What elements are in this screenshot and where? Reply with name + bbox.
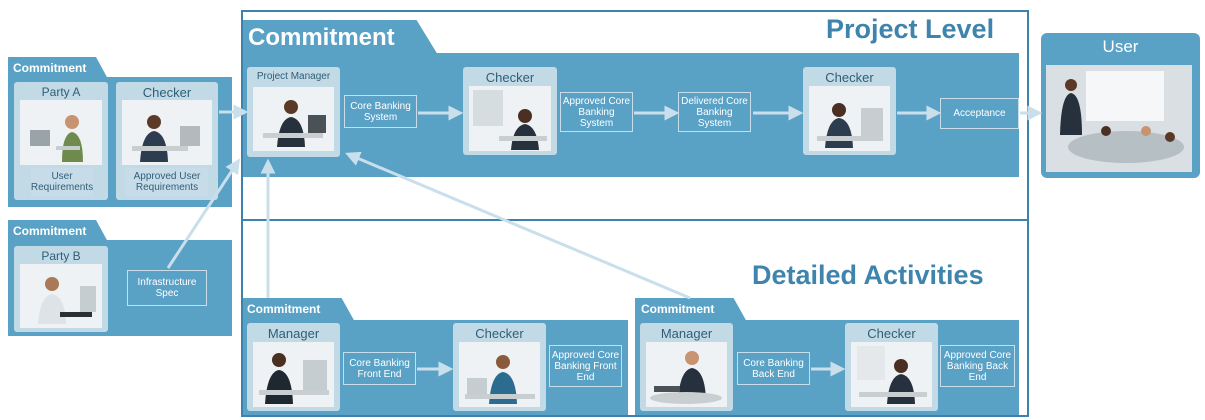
approved-core-banking-front-end-label: Approved Core Banking Front End — [549, 345, 622, 387]
person-figure — [132, 115, 200, 162]
core-banking-back-end-label: Core Banking Back End — [737, 352, 810, 385]
spacer — [112, 320, 215, 335]
office-worker-icon — [253, 87, 334, 151]
back-end-tab-label: Commitment — [641, 302, 715, 316]
person-figure — [465, 355, 535, 404]
project-checker1-title: Checker — [485, 70, 535, 85]
main-commitment-tab — [243, 20, 438, 55]
approved-user-requirements-caption: Approved User Requirements — [126, 168, 208, 196]
arrow-spec-to-pm — [166, 158, 240, 269]
user-requirements-caption: User Requirements — [31, 168, 93, 196]
back-end-tab — [635, 298, 747, 322]
office-worker-icon — [20, 264, 102, 328]
project-manager-title: Project Manager — [256, 71, 331, 82]
core-banking-front-end-label: Core Banking Front End — [343, 352, 416, 385]
back-end-manager-card: Manager — [640, 323, 733, 411]
office-worker-icon — [809, 86, 890, 151]
party-b-tab-label: Commitment — [13, 224, 87, 238]
party-a-title: Party A — [41, 85, 81, 99]
arrow-back-end-to-pm — [345, 151, 691, 300]
meeting-scene — [1060, 71, 1184, 163]
meeting-room-icon — [1046, 65, 1192, 172]
office-worker-icon — [122, 100, 212, 165]
person-figure — [650, 351, 722, 404]
spacer2 — [162, 312, 166, 320]
person-figure — [817, 103, 883, 148]
project-manager-card: Project Manager — [247, 67, 340, 157]
infrastructure-spec-label: Infrastructure Spec — [127, 270, 207, 306]
person-figure — [259, 353, 329, 404]
person-figure — [857, 346, 927, 404]
approved-core-banking-back-end-label: Approved Core Banking Back End — [940, 345, 1015, 387]
party-b-card: Party B — [14, 246, 108, 332]
office-worker-icon — [459, 342, 540, 407]
front-end-checker-card: Checker — [453, 323, 546, 411]
user-title: User — [1102, 37, 1139, 56]
person-figure — [30, 115, 83, 162]
core-banking-system-label: Core Banking System — [344, 95, 417, 128]
party-a-tab-label: Commitment — [13, 61, 87, 75]
office-worker-icon — [646, 342, 727, 407]
project-checker2-title: Checker — [825, 70, 874, 85]
front-end-tab-label: Commitment — [247, 302, 321, 316]
main-commitment-label: Commitment — [248, 24, 395, 51]
person-figure — [473, 90, 547, 150]
person-figure — [263, 100, 326, 147]
front-end-manager-card: Manager — [247, 323, 340, 411]
office-worker-icon — [20, 100, 102, 165]
project-level-title: Project Level — [826, 14, 995, 44]
approved-core-banking-system-label: Approved Core Banking System — [560, 92, 633, 132]
front-end-checker-title: Checker — [475, 326, 524, 341]
office-worker-icon — [851, 342, 932, 407]
office-worker-icon — [253, 342, 334, 407]
person-figure — [38, 277, 96, 324]
party-a-checker-card: Checker Approved User Requirements — [116, 82, 218, 200]
party-a-tab — [8, 57, 108, 79]
party-a-card: Party A User Requirements — [14, 82, 108, 200]
project-checker1-card: Checker — [463, 67, 557, 155]
back-end-checker-title: Checker — [867, 326, 916, 341]
back-end-manager-title: Manager — [660, 326, 713, 341]
office-worker-icon — [469, 86, 551, 151]
project-checker2-card: Checker — [803, 67, 896, 155]
back-end-checker-card: Checker — [845, 323, 938, 411]
detailed-activities-frame — [241, 219, 1029, 417]
detailed-activities-title: Detailed Activities — [752, 260, 984, 290]
front-end-manager-title: Manager — [267, 326, 320, 341]
front-end-tab — [243, 298, 355, 322]
party-a-checker-title: Checker — [142, 85, 192, 100]
party-b-tab — [8, 220, 108, 242]
party-b-title: Party B — [41, 249, 81, 263]
